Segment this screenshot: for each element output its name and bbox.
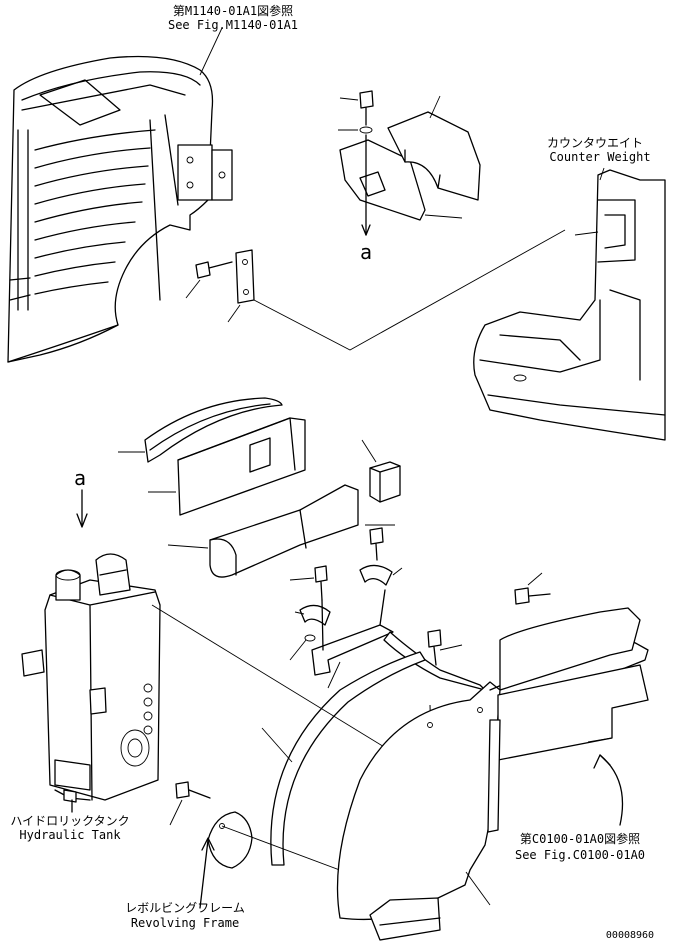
tank-label-en: Hydraulic Tank xyxy=(19,828,121,842)
side-cover xyxy=(336,607,649,941)
support-bracket xyxy=(311,589,486,691)
top-ref-jp: 第M1140-01A1図参照 xyxy=(172,4,294,18)
clip-bolts xyxy=(299,527,442,666)
tank-label-jp: ハイドロリックタンク xyxy=(10,814,130,828)
counterweight-label-jp: カウンタウエイト xyxy=(546,136,643,150)
bottom-ref-en: See Fig.C0100-01A0 xyxy=(514,848,646,862)
counterweight-label-en: Counter Weight xyxy=(549,150,651,164)
foam-pad-large xyxy=(177,417,306,516)
drawing-number: 00008960 xyxy=(605,930,655,941)
small-block xyxy=(369,461,401,503)
bracket-bolt-assembly xyxy=(339,90,426,236)
marker-a-left: a xyxy=(74,466,87,490)
curved-seal xyxy=(270,651,426,866)
wedge-pad xyxy=(209,484,359,578)
spacer-block xyxy=(387,111,481,201)
frame-plate xyxy=(175,781,253,869)
counterweight xyxy=(473,169,666,441)
hydraulic-tank xyxy=(21,553,161,803)
seal-strip xyxy=(144,397,283,463)
frame-label-en: Revolving Frame xyxy=(130,916,240,930)
hinge-bar xyxy=(195,249,255,304)
bottom-ref-jp: 第C0100-01A0図参照 xyxy=(519,832,641,846)
engine-hood-cover xyxy=(7,55,233,363)
frame-label-jp: レボルビングフレーム xyxy=(125,901,245,915)
top-ref-en: See Fig.M1140-01A1 xyxy=(167,18,299,32)
marker-a-top: a xyxy=(360,240,373,264)
